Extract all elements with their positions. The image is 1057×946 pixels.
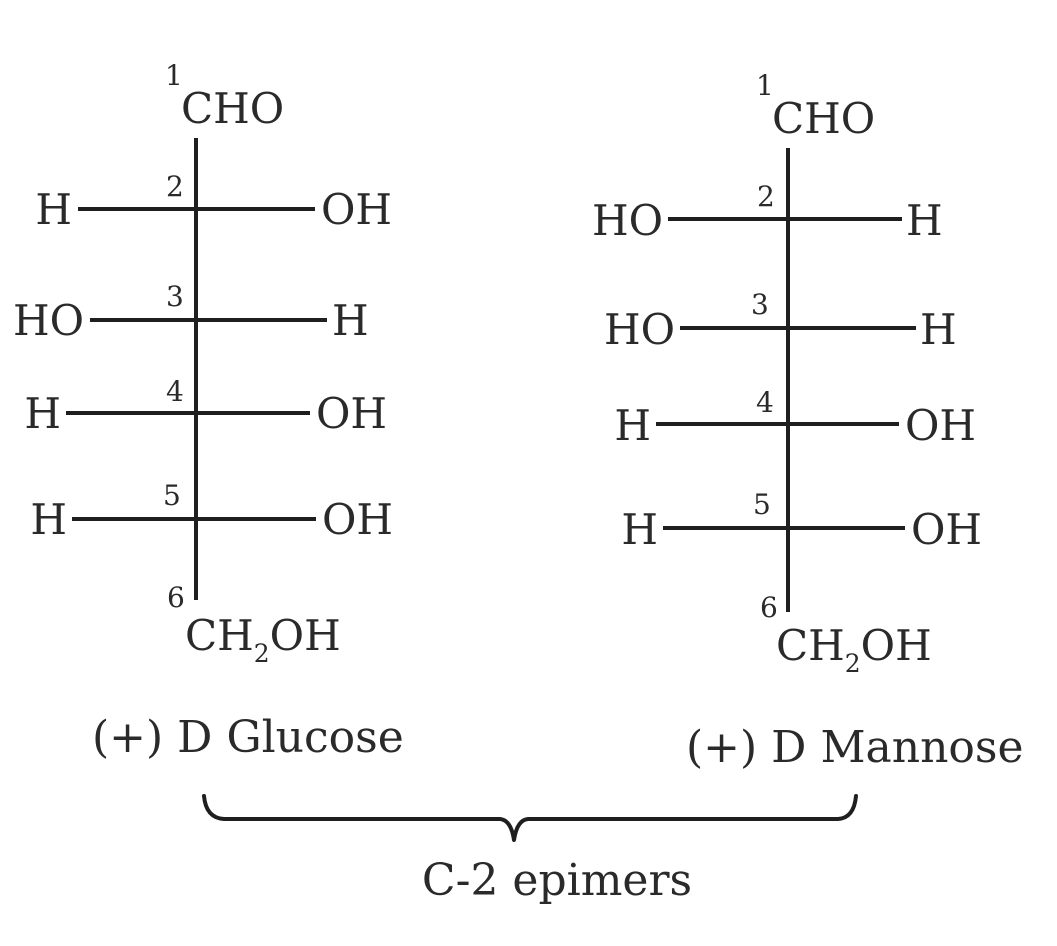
mannose-c1-group: CHO	[772, 94, 875, 143]
glucose-c4-number: 4	[166, 375, 184, 408]
mannose-c4-number: 4	[756, 386, 774, 419]
mannose-c6-part-ch: CH	[776, 621, 845, 670]
mannose-c6-number: 6	[760, 591, 778, 624]
mannose-c5-number: 5	[753, 488, 771, 521]
mannose-c6-part-subscript: 2	[845, 649, 861, 678]
glucose-c1-number: 1	[165, 59, 183, 92]
glucose-c5-left: H	[30, 495, 67, 544]
mannose-c6-group: CH2OH	[776, 621, 932, 678]
mannose-c6-part-oh: OH	[861, 621, 932, 670]
mannose-c5-left: H	[621, 505, 658, 554]
mannose-c4-left: H	[614, 401, 651, 450]
glucose-c1-group: CHO	[181, 84, 284, 133]
glucose-c6-group: CH2OH	[185, 611, 341, 668]
mannose-c3-left: HO	[604, 305, 675, 354]
glucose-c6-part-subscript: 2	[254, 639, 270, 668]
glucose-c6-number: 6	[167, 581, 185, 614]
glucose-c4-right: OH	[316, 389, 387, 438]
epimer-brace-group: C-2 epimers	[202, 794, 858, 906]
glucose-name: (+) D Glucose	[92, 712, 404, 763]
glucose-c5-number: 5	[163, 479, 181, 512]
mannose-fischer-projection: 1 CHO 2 HO H 3 HO H 4 H OH 5 H OH 6 CH2O…	[592, 69, 1024, 773]
mannose-c1-number: 1	[756, 69, 774, 102]
mannose-c2-number: 2	[757, 180, 775, 213]
glucose-c4-left: H	[24, 389, 61, 438]
glucose-fischer-projection: 1 CHO 2 H OH 3 HO H 4 H OH 5 H OH 6 CH2O…	[13, 59, 404, 763]
epimer-relation-label: C-2 epimers	[422, 855, 692, 906]
glucose-c5-right: OH	[322, 495, 393, 544]
mannose-c3-number: 3	[751, 288, 769, 321]
glucose-c3-right: H	[332, 296, 369, 345]
epimer-brace	[202, 794, 858, 842]
mannose-c2-right: H	[906, 196, 943, 245]
mannose-name: (+) D Mannose	[686, 722, 1024, 773]
mannose-c4-right: OH	[905, 401, 976, 450]
glucose-c6-part-ch: CH	[185, 611, 254, 660]
mannose-c2-left: HO	[592, 196, 663, 245]
mannose-c3-right: H	[920, 305, 957, 354]
glucose-c3-left: HO	[13, 296, 84, 345]
mannose-c5-right: OH	[911, 505, 982, 554]
glucose-c2-left: H	[35, 185, 72, 234]
glucose-c3-number: 3	[166, 280, 184, 313]
glucose-c2-number: 2	[166, 170, 184, 203]
glucose-c2-right: OH	[321, 185, 392, 234]
glucose-c6-part-oh: OH	[270, 611, 341, 660]
